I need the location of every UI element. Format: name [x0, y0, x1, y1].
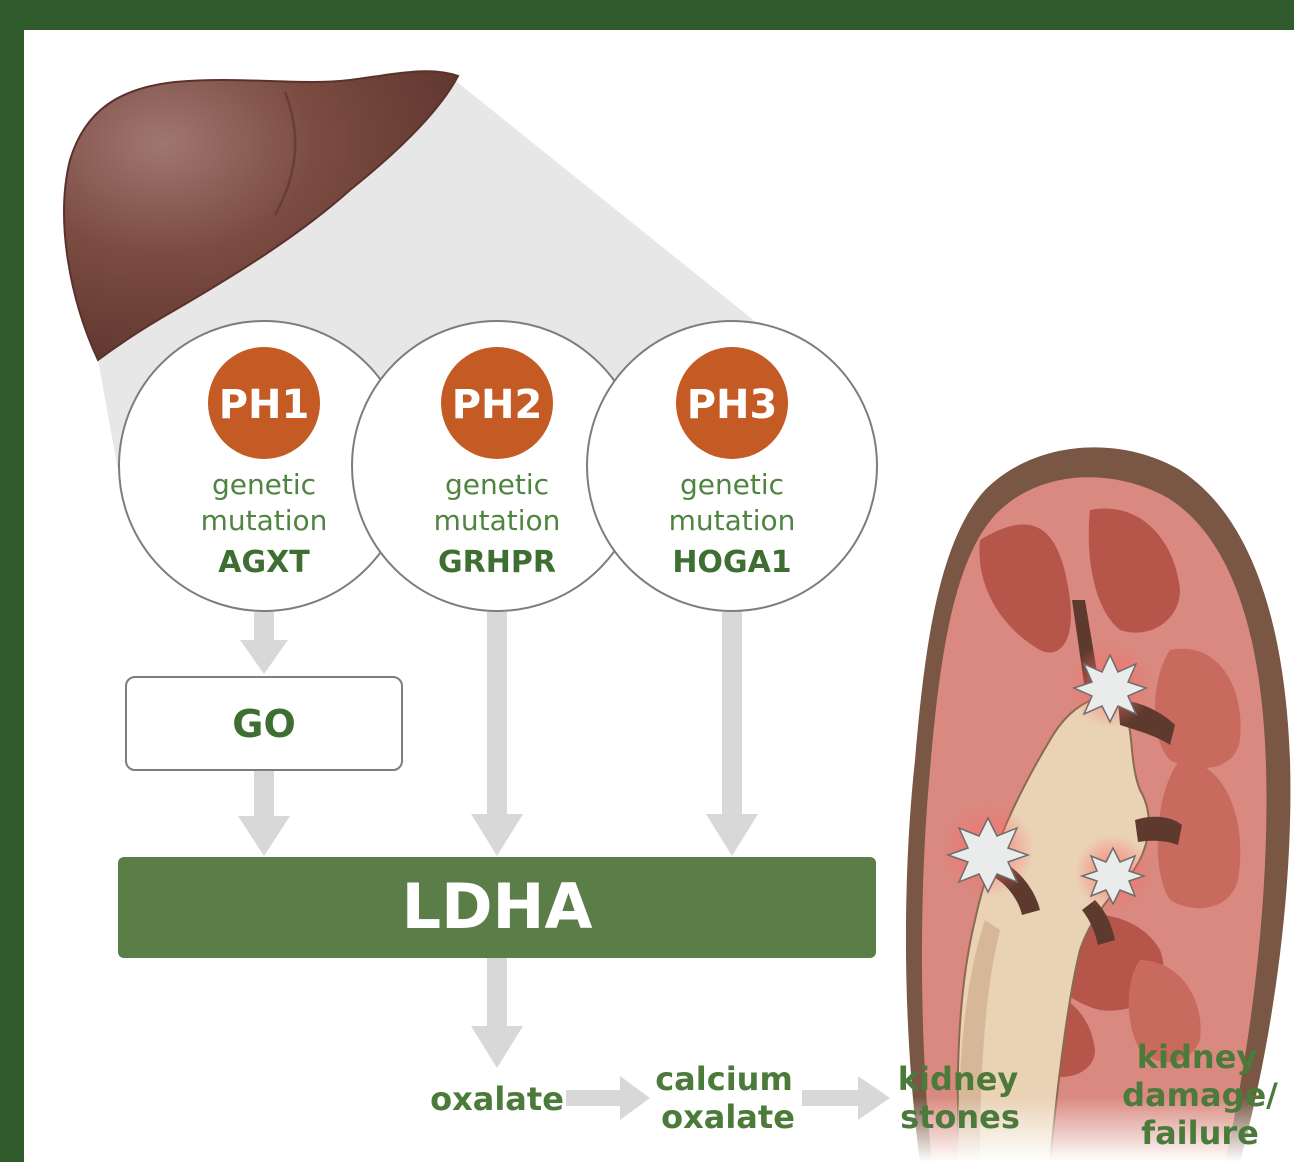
ldha-label: LDHA	[402, 870, 593, 943]
go-label: GO	[232, 702, 296, 746]
ph1-mutation-text: mutation	[201, 504, 328, 537]
flow-failure: failure	[1141, 1114, 1259, 1152]
flow-stones: stones	[900, 1098, 1020, 1136]
ph3-genetic-text: genetic	[680, 468, 784, 501]
ph2-genetic-text: genetic	[445, 468, 549, 501]
ph1-gene-name: AGXT	[218, 545, 310, 580]
flow-calcium: calcium	[655, 1060, 793, 1098]
ph3-mutation-text: mutation	[669, 504, 796, 537]
ph2-gene-name: GRHPR	[438, 545, 556, 580]
flow-kidney-2: kidney	[1137, 1038, 1258, 1076]
ph1-genetic-text: genetic	[212, 468, 316, 501]
flow-oxalate: oxalate	[430, 1080, 564, 1118]
flow-calcium-oxalate: oxalate	[661, 1098, 795, 1136]
ph2-mutation-text: mutation	[434, 504, 561, 537]
flow-kidney: kidney	[898, 1060, 1019, 1098]
ph1-label: PH1	[219, 382, 310, 428]
ph3-gene-name: HOGA1	[672, 545, 791, 580]
ph2-label: PH2	[452, 382, 543, 428]
ph3-label: PH3	[687, 382, 778, 428]
flow-damage: damage/	[1122, 1076, 1278, 1114]
